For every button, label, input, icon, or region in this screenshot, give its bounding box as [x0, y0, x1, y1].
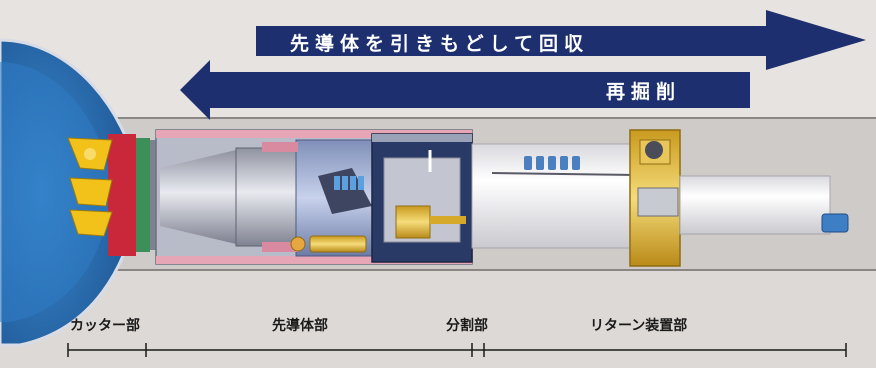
reexcavate-arrow-label: 再掘削: [606, 80, 681, 103]
jack-fitting: [290, 236, 306, 252]
retract-arrow-label: 先導体を引きもどして回収: [290, 32, 589, 55]
section-label-return-device: リターン装置部: [590, 317, 687, 334]
cutter-bit-middle: [69, 177, 113, 207]
cutter-bit-tip: [84, 148, 96, 160]
cutter-ring: [136, 138, 150, 252]
split-gold-block: [395, 205, 431, 239]
return-end-connector: [821, 213, 849, 233]
thin-rod: [491, 172, 641, 176]
cutter-cone: [160, 150, 236, 244]
cutter-disc: [108, 134, 136, 256]
return-clamp: [637, 187, 679, 217]
return-device-section: [629, 129, 849, 267]
split-section: [371, 133, 473, 263]
cutter-ring-edge: [150, 140, 156, 250]
return-rod-spring: [524, 156, 580, 170]
retract-arrow-shape: [256, 10, 866, 70]
cutter-section: [67, 134, 156, 256]
section-label-split: 分割部: [446, 317, 488, 334]
hydraulic-jack: [309, 235, 367, 253]
split-top-frame: [372, 134, 472, 142]
main-drive-cylinder: [235, 147, 297, 247]
section-label-pilot-body: 先導体部: [272, 317, 328, 334]
reexcavate-arrow-shape: [180, 60, 750, 120]
dimension-line: [67, 343, 847, 357]
steering-unit: [318, 168, 372, 214]
return-outer-pipe: [679, 175, 831, 235]
return-ball: [645, 141, 663, 159]
retract-arrow: 先導体を引きもどして回収: [256, 10, 866, 70]
pink-flange-bottom: [262, 242, 298, 252]
reexcavate-arrow: 再掘削: [180, 60, 750, 120]
pilot-body-top-frame: [156, 130, 472, 138]
launch-shaft-inner: [0, 62, 112, 322]
split-connector: [430, 216, 466, 224]
pink-flange-top: [262, 142, 298, 152]
section-label-cutter: カッター部: [70, 317, 140, 334]
cutter-bit-lower: [69, 209, 113, 237]
pilot-body-bottom-frame: [156, 256, 472, 264]
